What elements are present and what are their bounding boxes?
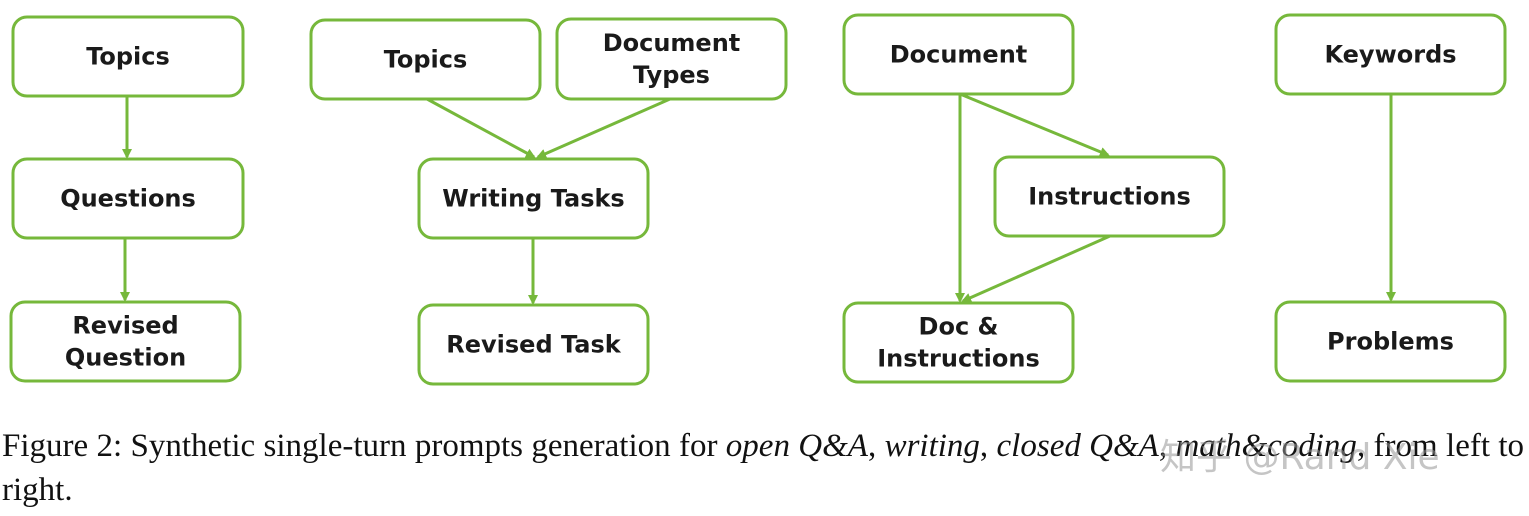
caption-sep-3: , bbox=[1158, 428, 1176, 464]
caption-sep-2: , bbox=[979, 428, 997, 464]
figure-caption: Figure 2: Synthetic single-turn prompts … bbox=[2, 424, 1524, 512]
node-label: Question bbox=[65, 344, 186, 372]
node-box bbox=[11, 15, 245, 98]
caption-sep-1: , bbox=[867, 428, 885, 464]
math-coding-node-problems: Problems bbox=[1274, 300, 1507, 383]
writing-arrow-1 bbox=[426, 97, 536, 159]
closed-qa-arrow-2 bbox=[959, 92, 1110, 157]
node-box bbox=[417, 303, 650, 386]
closed-qa-node-doc-and-instructions: Doc & Instructions bbox=[842, 301, 1075, 384]
caption-math-coding: math&coding bbox=[1175, 428, 1357, 464]
writing-arrow-2 bbox=[536, 97, 671, 159]
edges-layer bbox=[120, 92, 1396, 305]
node-label: Keywords bbox=[1324, 41, 1456, 69]
node-label: Document bbox=[603, 29, 741, 57]
node-box bbox=[842, 13, 1075, 96]
node-label: Topics bbox=[86, 43, 170, 71]
node-label: Instructions bbox=[1028, 183, 1190, 211]
node-box bbox=[9, 300, 242, 383]
node-label: Writing Tasks bbox=[442, 185, 624, 213]
open-qa-node-questions: Questions bbox=[11, 157, 245, 240]
node-box bbox=[1274, 300, 1507, 383]
node-label: Revised Task bbox=[446, 331, 621, 359]
node-label: Document bbox=[890, 41, 1028, 69]
caption-closed-qa: closed Q&A bbox=[996, 428, 1159, 464]
node-box bbox=[842, 301, 1075, 384]
caption-open-qa: open Q&A bbox=[725, 428, 868, 464]
node-box bbox=[555, 17, 788, 101]
caption-suffix: , from left to right. bbox=[2, 428, 1525, 508]
node-box bbox=[417, 157, 650, 240]
caption-prefix: Figure 2: Synthetic single-turn prompts … bbox=[2, 428, 726, 464]
node-box bbox=[11, 157, 245, 240]
writing-node-writing-tasks: Writing Tasks bbox=[417, 157, 650, 240]
node-label: Types bbox=[633, 61, 710, 89]
node-label: Questions bbox=[60, 185, 196, 213]
node-box bbox=[993, 155, 1226, 238]
node-label: Instructions bbox=[877, 345, 1039, 373]
closed-qa-node-instructions: Instructions bbox=[993, 155, 1226, 238]
node-label: Problems bbox=[1327, 328, 1454, 356]
closed-qa-arrow-3 bbox=[961, 234, 1111, 303]
writing-node-revised-task: Revised Task bbox=[417, 303, 650, 386]
math-coding-node-keywords: Keywords bbox=[1274, 13, 1507, 96]
closed-qa-node-document: Document bbox=[842, 13, 1075, 96]
node-label: Revised bbox=[72, 312, 178, 340]
caption-writing: writing bbox=[884, 428, 980, 464]
node-box bbox=[309, 18, 542, 101]
node-box bbox=[1274, 13, 1507, 96]
node-label: Doc & bbox=[919, 313, 999, 341]
open-qa-node-topics: Topics bbox=[11, 15, 245, 98]
writing-node-topics: Topics bbox=[309, 18, 542, 101]
node-label: Topics bbox=[384, 46, 468, 74]
